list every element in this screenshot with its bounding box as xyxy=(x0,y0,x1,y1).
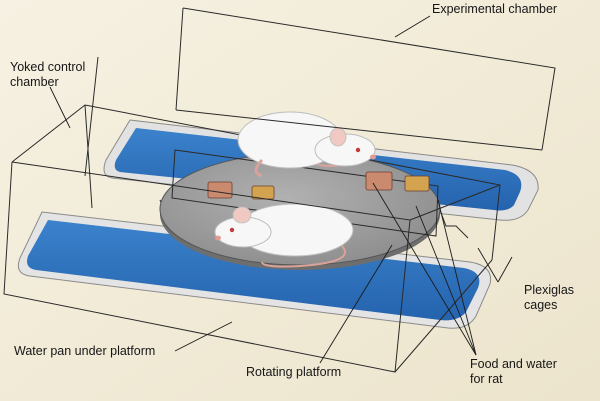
experimental-chamber-label: Experimental chamber xyxy=(432,2,558,16)
control-rat xyxy=(214,203,354,268)
food-water-label-line2: for rat xyxy=(470,372,503,386)
experimental-cage-back xyxy=(84,7,556,177)
leader-lines xyxy=(49,15,513,364)
rotating-platform-label: Rotating platform xyxy=(246,365,342,379)
plexiglas-cages-label-line2: cages xyxy=(524,298,558,312)
control-cage-front xyxy=(3,104,501,373)
food-water-containers xyxy=(207,171,430,200)
experimental-rat xyxy=(237,111,376,178)
yoked-control-chamber-label-line1: Yoked control xyxy=(10,60,86,74)
experimental-cage-front xyxy=(175,109,543,151)
water-pan-label: Water pan under platform xyxy=(14,344,156,358)
yoked-control-chamber-label-line2: chamber xyxy=(10,75,59,89)
divider-panel xyxy=(171,149,439,237)
control-water-pan xyxy=(17,211,492,329)
food-water-label-line1: Food and water xyxy=(470,357,557,371)
plexiglas-cages-label-line1: Plexiglas xyxy=(524,283,575,297)
